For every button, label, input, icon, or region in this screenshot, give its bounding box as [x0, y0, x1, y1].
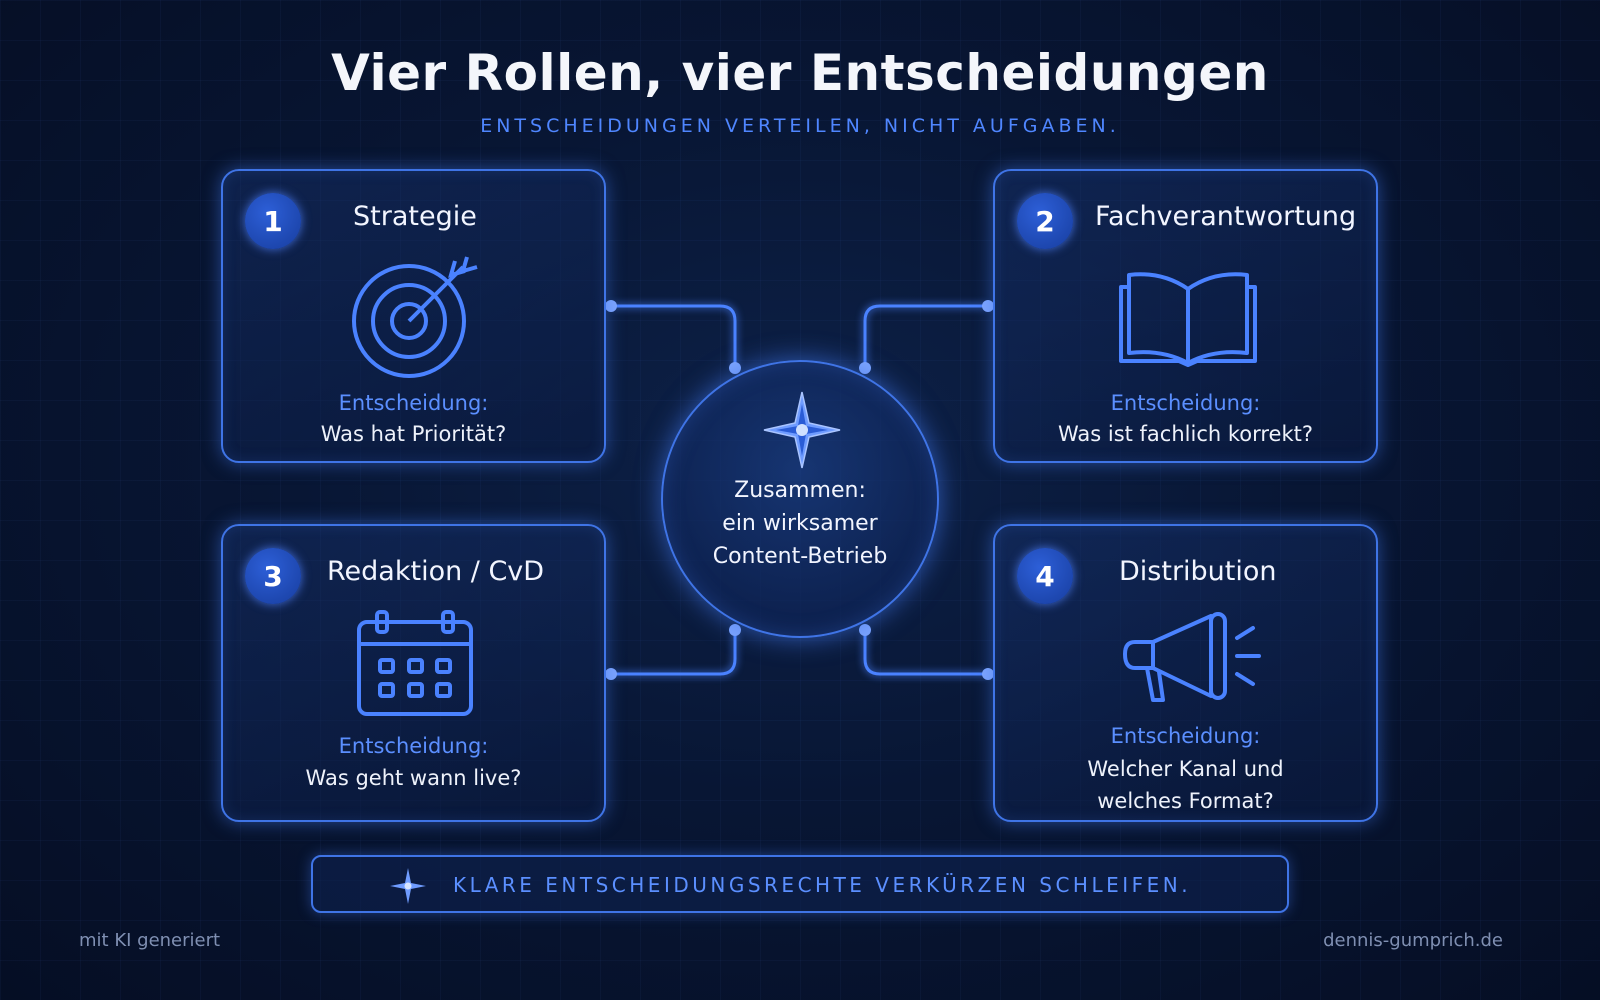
role-number-badge: 2 — [1017, 193, 1073, 249]
open-book-icon — [1119, 272, 1257, 367]
compass-star-icon — [763, 391, 841, 469]
connector-dot — [982, 300, 994, 312]
role-number-badge: 3 — [245, 548, 301, 604]
connector-redaktion — [611, 630, 737, 676]
connector-dot — [729, 624, 741, 636]
decision-question: Was geht wann live? — [305, 766, 522, 790]
decision-question-line-2: welches Format? — [1097, 789, 1274, 813]
megaphone-icon — [1123, 612, 1261, 702]
footer-website: dennis-gumprich.de — [1323, 930, 1503, 951]
connector-distribution — [863, 630, 988, 676]
connector-dot — [859, 624, 871, 636]
decision-question: Was hat Priorität? — [320, 422, 507, 446]
role-card-strategie: 1 Strategie Entscheidung: Was hat Priori… — [221, 169, 606, 463]
role-title: Strategie — [353, 201, 477, 232]
sparkle-icon — [390, 868, 426, 904]
connector-fachverantwortung — [863, 304, 988, 368]
connector-dot — [605, 300, 617, 312]
connector-dot — [729, 362, 741, 374]
decision-label: Entscheidung: — [338, 734, 489, 758]
central-hub: Zusammen: ein wirksamer Content-Betrieb — [661, 360, 939, 638]
role-card-distribution: 4 Distribution Entscheidung: Welcher Kan… — [993, 524, 1378, 822]
connector-dot — [859, 362, 871, 374]
role-number-badge: 4 — [1017, 548, 1073, 604]
key-message-banner: KLARE ENTSCHEIDUNGSRECHTE VERKÜRZEN SCHL… — [311, 855, 1289, 913]
role-title: Redaktion / CvD — [327, 556, 545, 587]
calendar-icon — [357, 610, 473, 716]
page-subtitle: ENTSCHEIDUNGEN VERTEILEN, NICHT AUFGABEN… — [480, 115, 1120, 137]
hub-line-3: Content-Betrieb — [712, 544, 888, 569]
hub-line-1: Zusammen: — [734, 478, 866, 503]
decision-question-line-1: Welcher Kanal und — [1087, 757, 1284, 781]
role-card-redaktion: 3 Redaktion / CvD Entscheidung: Was geht… — [221, 524, 606, 822]
connector-strategie — [611, 304, 737, 368]
connector-dot — [982, 668, 994, 680]
decision-label: Entscheidung: — [1110, 391, 1261, 415]
target-icon — [352, 256, 478, 378]
role-card-fachverantwortung: 2 Fachverantwortung Entscheidung: Was is… — [993, 169, 1378, 463]
decision-question: Was ist fachlich korrekt? — [1057, 422, 1314, 446]
role-number-badge: 1 — [245, 193, 301, 249]
role-title: Distribution — [1119, 556, 1277, 587]
page-title: Vier Rollen, vier Entscheidungen — [331, 44, 1269, 102]
banner-text: KLARE ENTSCHEIDUNGSRECHTE VERKÜRZEN SCHL… — [453, 873, 1192, 897]
footer-ai-note: mit KI generiert — [79, 930, 221, 951]
connector-dot — [605, 668, 617, 680]
decision-label: Entscheidung: — [1110, 724, 1261, 748]
role-title: Fachverantwortung — [1095, 201, 1357, 232]
hub-line-2: ein wirksamer — [722, 511, 878, 536]
decision-label: Entscheidung: — [338, 391, 489, 415]
